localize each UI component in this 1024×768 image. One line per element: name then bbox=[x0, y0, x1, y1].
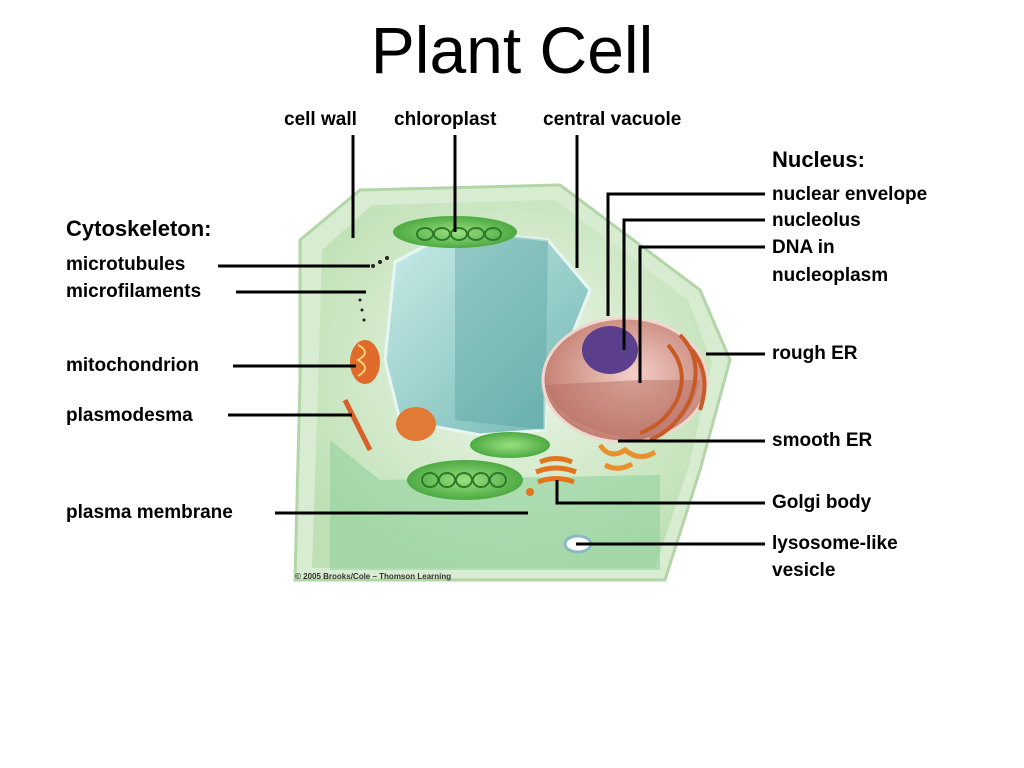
label-microtubules: microtubules bbox=[66, 254, 185, 276]
label-lysosome-line2: vesicle bbox=[772, 560, 835, 582]
label-microfilaments: microfilaments bbox=[66, 281, 201, 303]
label-lysosome-line1: lysosome-like bbox=[772, 533, 898, 555]
nucleolus bbox=[582, 326, 638, 374]
golgi-vesicle bbox=[526, 488, 534, 496]
label-cell-wall: cell wall bbox=[284, 109, 357, 131]
label-central-vacuole: central vacuole bbox=[543, 109, 681, 131]
chloroplast-middle bbox=[470, 432, 550, 458]
label-rough-er: rough ER bbox=[772, 343, 858, 365]
heading-nucleus: Nucleus: bbox=[772, 147, 865, 173]
label-chloroplast: chloroplast bbox=[394, 109, 496, 131]
label-mitochondrion: mitochondrion bbox=[66, 355, 199, 377]
label-smooth-er: smooth ER bbox=[772, 430, 872, 452]
label-nucleolus: nucleolus bbox=[772, 210, 861, 232]
label-nuclear-envelope: nuclear envelope bbox=[772, 184, 927, 206]
heading-cytoskeleton: Cytoskeleton: bbox=[66, 216, 211, 242]
mitochondrion bbox=[350, 340, 380, 384]
label-plasma-membrane: plasma membrane bbox=[66, 502, 233, 524]
chloroplast-bottom bbox=[407, 460, 523, 500]
label-golgi-body: Golgi body bbox=[772, 492, 871, 514]
label-plasmodesma: plasmodesma bbox=[66, 405, 193, 427]
vesicle-orange bbox=[396, 407, 436, 441]
label-dna-line2: nucleoplasm bbox=[772, 265, 888, 287]
vacuole-inner-face bbox=[455, 230, 548, 430]
copyright-notice: © 2005 Brooks/Cole – Thomson Learning bbox=[295, 572, 451, 581]
label-dna-line1: DNA in bbox=[772, 237, 835, 259]
